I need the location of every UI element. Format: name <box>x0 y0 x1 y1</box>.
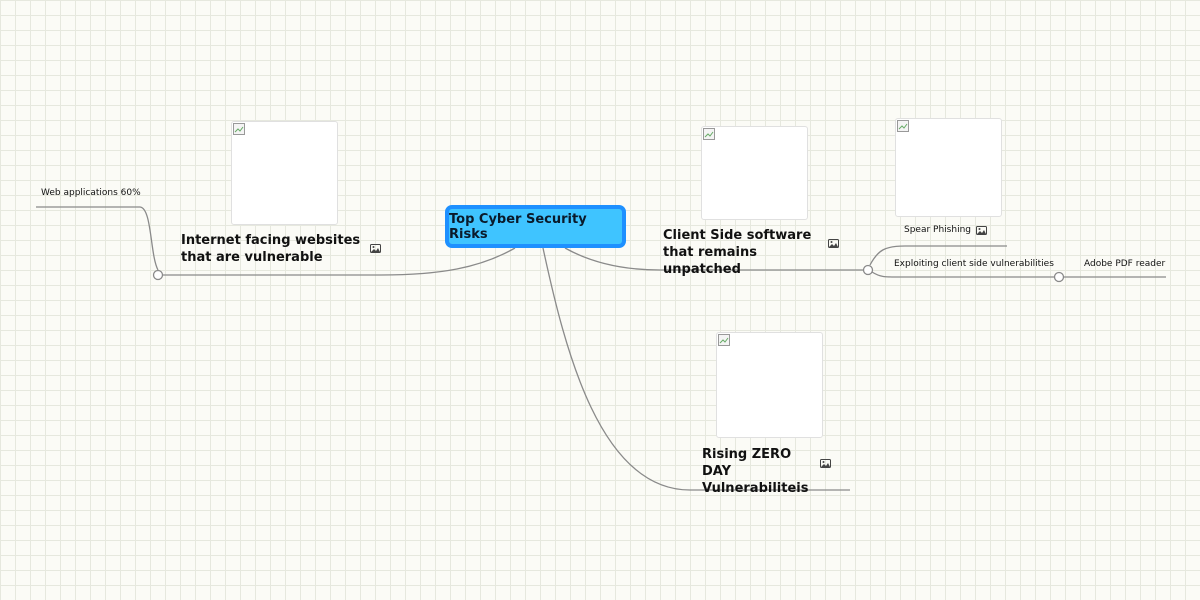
image-icon[interactable] <box>370 244 381 253</box>
broken-image-icon <box>233 123 245 135</box>
root-topic-label: Top Cyber Security Risks <box>449 211 587 242</box>
collapse-toggle-internet <box>152 269 164 281</box>
connector-client-exploit <box>871 271 1055 278</box>
connector-internet-webapps <box>36 206 159 271</box>
connector-client-spear <box>869 245 1007 266</box>
broken-image-icon <box>897 120 909 132</box>
root-topic[interactable]: Top Cyber Security Risks <box>445 205 626 248</box>
image-icon[interactable] <box>976 226 987 235</box>
collapse-toggle-client <box>862 264 874 276</box>
topic-image-client <box>701 126 808 220</box>
subtopic-exploiting-client-side[interactable]: Exploiting client side vulnerabilities <box>894 259 1054 269</box>
topic-client-side-software[interactable]: Client Side software that remains unpatc… <box>663 228 812 277</box>
topic-image-internet <box>231 121 338 225</box>
subtopic-web-applications[interactable]: Web applications 60% <box>41 188 141 198</box>
broken-image-icon <box>718 334 730 346</box>
topic-rising-zero-day[interactable]: Rising ZERO DAY Vulnerabiliteis <box>702 447 809 496</box>
connector-root-client <box>564 247 865 271</box>
collapse-toggle-exploit <box>1053 271 1065 283</box>
subtopic-spear-phishing[interactable]: Spear Phishing <box>904 225 971 235</box>
topic-image-zeroday <box>716 332 823 438</box>
connector-root-internet <box>160 247 516 276</box>
image-icon[interactable] <box>828 239 839 248</box>
topic-internet-websites[interactable]: Internet facing websites that are vulner… <box>181 233 361 265</box>
connector-root-zeroday <box>542 247 850 491</box>
subtopic-image-spear <box>895 118 1002 217</box>
broken-image-icon <box>703 128 715 140</box>
subtopic-adobe-pdf-reader[interactable]: Adobe PDF reader <box>1084 259 1166 269</box>
image-icon[interactable] <box>820 459 831 468</box>
